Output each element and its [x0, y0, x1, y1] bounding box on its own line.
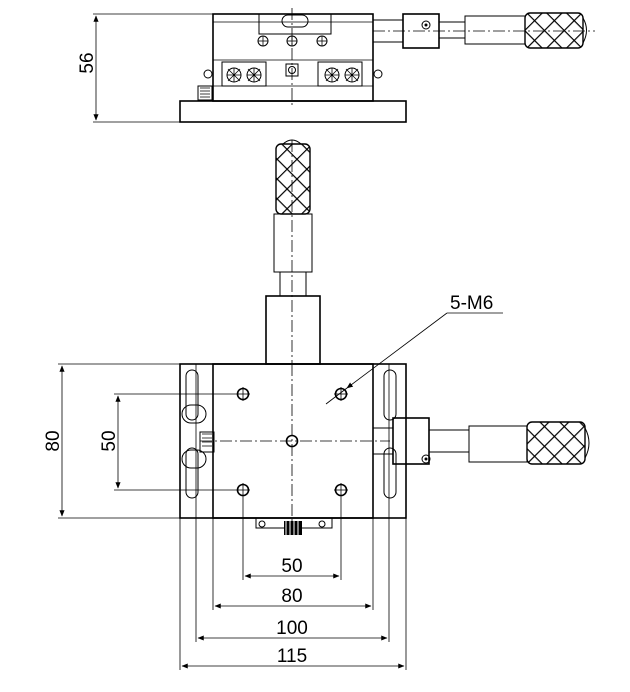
dim-56-label: 56 [77, 52, 98, 73]
side-bearing-screws [226, 67, 360, 83]
dim-80-horizontal-label: 80 [281, 586, 302, 607]
dim-80-vertical-label: 80 [43, 430, 64, 451]
side-view: 56 [77, 8, 595, 123]
top-view: 5-M6 80 50 50 80 100 [43, 139, 590, 670]
side-base-plate [179, 100, 407, 123]
dim-115-label: 115 [277, 646, 307, 667]
bottom-clamp [255, 517, 333, 535]
dimension-50-vertical [114, 393, 236, 491]
side-top-bracket [258, 13, 332, 35]
dimension-56 [93, 13, 213, 123]
dim-50-horizontal-label: 50 [281, 556, 302, 577]
mounting-slots-right [383, 369, 397, 499]
threaded-holes-m6 [236, 387, 348, 497]
dim-50-vertical-label: 50 [99, 430, 120, 451]
callout-5-m6: 5-M6 [450, 293, 493, 314]
side-micrometer [372, 12, 595, 49]
side-lock-knob [197, 85, 213, 101]
top-micrometer-horizontal [372, 417, 590, 465]
callout-leader [325, 312, 503, 405]
dim-100-label: 100 [276, 618, 308, 639]
dimension-80-vertical [58, 363, 180, 519]
top-micrometer-vertical [265, 139, 321, 365]
mounting-slots-left [181, 369, 215, 499]
side-top-screws [257, 35, 328, 47]
